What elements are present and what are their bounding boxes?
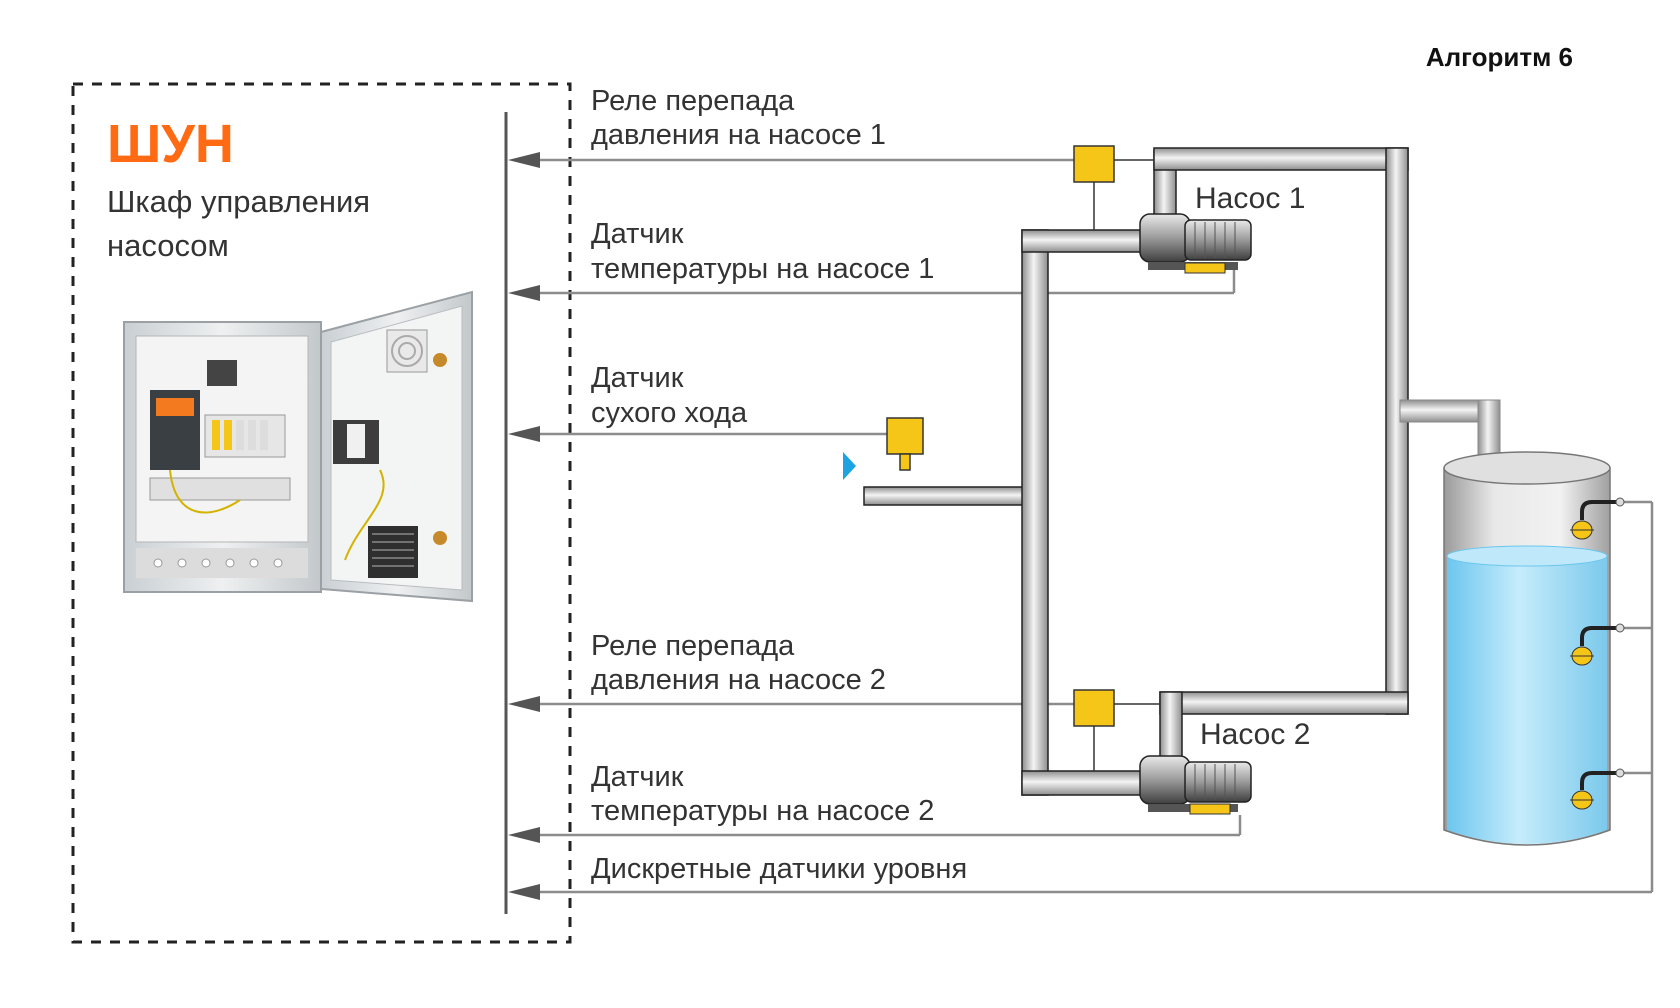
signal-label-pressure-2-line2: давления на насосе 2 (591, 664, 886, 696)
pump-1-label: Насос 1 (1195, 182, 1305, 215)
pump-2 (1139, 755, 1252, 815)
signal-label-dry-run-line1: Датчик (591, 362, 684, 394)
signal-label-pressure-2-line1: Реле перепада (591, 630, 795, 662)
pump-2-label: Насос 2 (1200, 718, 1310, 751)
dry-run-sensor (886, 417, 924, 455)
water-tank (1443, 451, 1611, 846)
piping (863, 147, 1501, 796)
signal-label-temp-2-line1: Датчик (591, 761, 684, 793)
cabinet-boundary (71, 82, 572, 944)
cabinet-title-line1: Шкаф управления (107, 184, 370, 219)
temp-sensor-2 (1189, 803, 1231, 815)
inlet-flow-arrow (843, 452, 856, 480)
signal-label-level: Дискретные датчики уровня (591, 853, 967, 885)
cabinet-abbr: ШУН (107, 114, 234, 174)
signal-label-pressure-1-line2: давления на насосе 1 (591, 119, 886, 151)
signal-label-temp-1-line2: температуры на насосе 1 (591, 253, 934, 285)
arrow-temp-2 (508, 827, 540, 843)
level-sensor-top (1570, 497, 1625, 540)
pressure-relay-1 (1073, 145, 1115, 183)
algorithm-label: Алгоритм 6 (1426, 42, 1573, 72)
arrow-pressure-1 (508, 152, 540, 168)
level-sensors (1570, 497, 1625, 810)
pump-1 (1139, 213, 1252, 274)
arrow-level (508, 884, 540, 900)
signal-label-pressure-1-line1: Реле перепада (591, 85, 795, 117)
temp-sensor-1 (1184, 262, 1226, 274)
arrow-dry-run (508, 426, 540, 442)
cabinet-title-line2: насосом (107, 228, 229, 263)
arrow-pressure-2 (508, 696, 540, 712)
cabinet-photo (123, 290, 473, 603)
arrow-temp-1 (508, 285, 540, 301)
signal-label-temp-1-line1: Датчик (591, 218, 684, 250)
level-sensor-middle (1570, 623, 1625, 666)
signal-label-dry-run-line2: сухого хода (591, 397, 748, 429)
level-sensor-bottom (1570, 768, 1625, 810)
water-fill (1447, 548, 1607, 844)
signal-label-temp-2-line2: температуры на насосе 2 (591, 795, 934, 827)
pressure-relay-2 (1073, 689, 1115, 727)
